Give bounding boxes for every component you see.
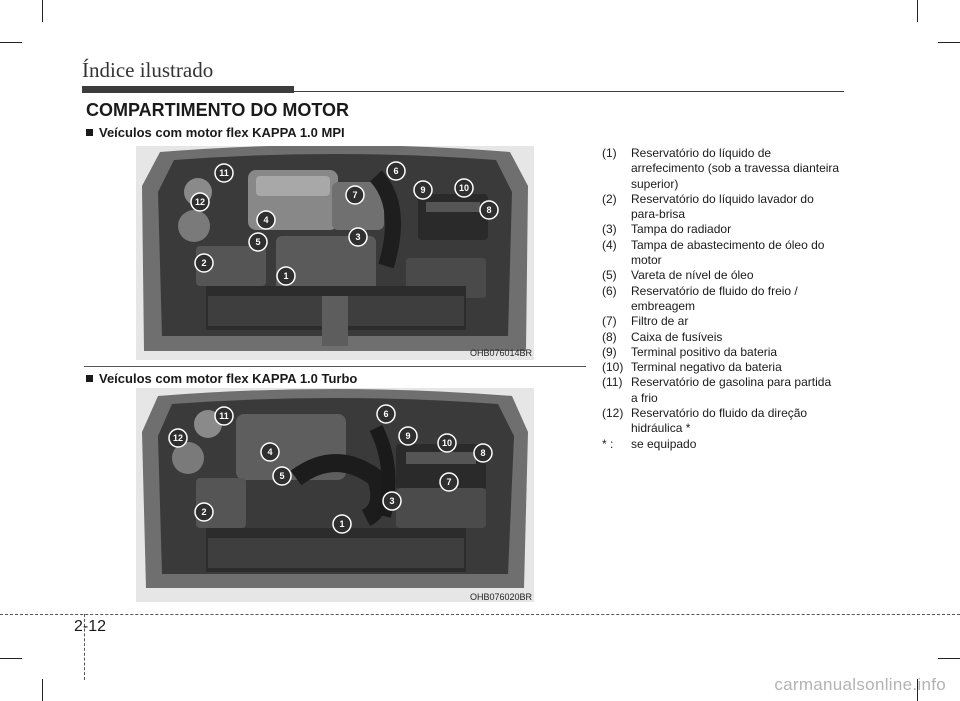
callout-2: 2: [194, 253, 214, 273]
svg-text:1: 1: [339, 519, 344, 529]
svg-text:8: 8: [486, 205, 491, 215]
legend-row: (1)Reservatório do líquido de: [602, 146, 772, 160]
callout-9: 9: [398, 426, 418, 446]
callout-3: 3: [382, 491, 402, 511]
callout-12: 12: [190, 192, 210, 212]
legend-row: (2)Reservatório do líquido lavador do: [602, 191, 814, 206]
title-bar: [82, 86, 294, 93]
bullet-square-icon: [86, 375, 93, 382]
title-rule: [294, 91, 844, 92]
svg-text:2: 2: [201, 258, 206, 268]
callout-2: 2: [194, 502, 214, 522]
callout-5: 5: [272, 466, 292, 486]
crop-mark: [0, 658, 22, 659]
subhead-mpi: Veículos com motor flex KAPPA 1.0 MPI: [86, 125, 345, 140]
callout-1: 1: [332, 514, 352, 534]
crop-mark: [42, 0, 43, 22]
svg-text:1: 1: [283, 271, 288, 281]
legend-row: (7)Filtro de ar: [602, 314, 689, 329]
legend-row: (4)Tampa de abastecimento de óleo do: [602, 237, 825, 252]
divider: [84, 366, 586, 367]
bullet-square-icon: [86, 129, 93, 136]
legend-row: para-brisa: [631, 207, 686, 222]
legend-row: a frio: [631, 390, 658, 405]
footer-vertical-rule: [84, 614, 85, 680]
svg-text:4: 4: [267, 447, 272, 457]
callout-7: 7: [345, 185, 365, 205]
callout-10: 10: [454, 178, 474, 198]
legend-row: (10)Terminal negativo da bateria: [602, 360, 782, 375]
callout-8: 8: [479, 200, 499, 220]
legend-row: (3)Tampa do radiador: [602, 222, 732, 237]
section-title: Índice ilustrado: [82, 58, 214, 82]
crop-mark: [938, 658, 960, 659]
svg-text:3: 3: [355, 232, 360, 242]
svg-text:5: 5: [255, 237, 260, 247]
crop-mark: [0, 42, 22, 43]
page-number: 2-12: [74, 618, 107, 635]
legend-row: * :se equipado: [602, 436, 697, 451]
svg-text:4: 4: [263, 215, 268, 225]
svg-text:12: 12: [173, 433, 183, 443]
legend-row: (5)Vareta de nível de óleo: [602, 268, 754, 283]
callout-12: 12: [168, 428, 188, 448]
callout-4: 4: [260, 442, 280, 462]
figure-code-turbo: OHB076020BR: [470, 592, 533, 602]
legend-row: superior): [631, 176, 679, 191]
watermark: carmanualsonline.info: [774, 675, 946, 694]
svg-text:3: 3: [389, 496, 394, 506]
callout-6: 6: [386, 161, 406, 181]
figure-code-mpi: OHB076014BR: [470, 348, 533, 358]
subhead-mpi-label: Veículos com motor flex KAPPA 1.0 MPI: [99, 125, 345, 140]
svg-text:10: 10: [459, 183, 469, 193]
callout-6: 6: [376, 404, 396, 424]
legend-row: (11)Reservatório de gasolina para partid…: [602, 375, 832, 390]
callout-5: 5: [248, 232, 268, 252]
callout-7: 7: [439, 472, 459, 492]
legend-row: (8)Caixa de fusíveis: [602, 329, 723, 344]
parts-legend: (1)Reservatório do líquido de arrefecime…: [602, 146, 847, 452]
callout-3: 3: [348, 227, 368, 247]
callout-1: 1: [276, 266, 296, 286]
callout-10: 10: [437, 433, 457, 453]
legend-row: (6)Reservatório de fluido do freio /: [602, 283, 798, 298]
crop-mark: [42, 679, 43, 701]
crop-mark: [917, 0, 918, 22]
legend-row: (9)Terminal positivo da bateria: [602, 344, 778, 359]
legend-row: arrefecimento (sob a travessa dianteira: [631, 161, 840, 176]
svg-text:11: 11: [219, 168, 229, 178]
callout-9: 9: [413, 180, 433, 200]
page-title: COMPARTIMENTO DO MOTOR: [86, 100, 349, 120]
svg-text:6: 6: [383, 409, 388, 419]
callout-11: 11: [214, 406, 234, 426]
legend-row: motor: [631, 253, 662, 268]
subhead-turbo-label: Veículos com motor flex KAPPA 1.0 Turbo: [99, 371, 358, 386]
callout-11: 11: [214, 163, 234, 183]
engine-illustration-mpi: 11 6 9 10 7 12 8 4 3 5 2 1: [136, 146, 534, 360]
svg-text:6: 6: [393, 166, 398, 176]
svg-text:2: 2: [201, 507, 206, 517]
legend-row: hidráulica *: [631, 421, 691, 436]
legend-row: (12)Reservatório do fluido da direção: [602, 406, 808, 421]
svg-text:7: 7: [446, 477, 451, 487]
svg-text:7: 7: [352, 190, 357, 200]
svg-text:12: 12: [195, 197, 205, 207]
svg-text:9: 9: [420, 185, 425, 195]
svg-text:11: 11: [219, 411, 229, 421]
callout-4: 4: [256, 210, 276, 230]
engine-illustration-turbo: 11 6 12 9 10 4 8 5 7 3 2 1: [136, 388, 534, 602]
svg-text:9: 9: [405, 431, 410, 441]
subhead-turbo: Veículos com motor flex KAPPA 1.0 Turbo: [86, 371, 357, 386]
crop-mark: [938, 42, 960, 43]
svg-text:8: 8: [480, 448, 485, 458]
footer-rule: [0, 614, 960, 615]
crop-mark: [917, 679, 918, 701]
svg-text:10: 10: [442, 438, 452, 448]
legend-row: embreagem: [631, 298, 696, 313]
callout-8: 8: [473, 443, 493, 463]
svg-text:5: 5: [279, 471, 284, 481]
